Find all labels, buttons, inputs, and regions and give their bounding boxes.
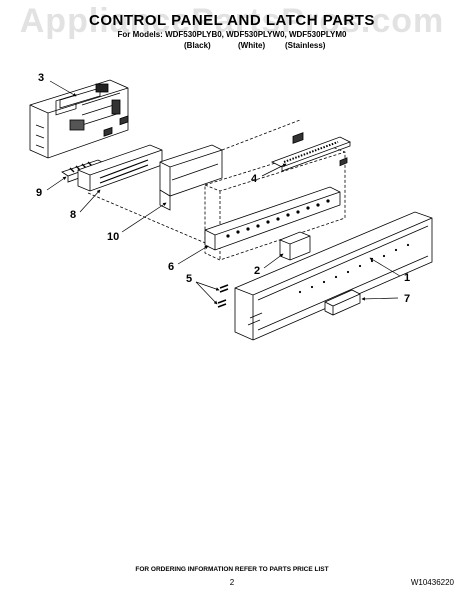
callout-6: 6 — [168, 261, 174, 273]
leader-8 — [79, 189, 101, 213]
document-number: W10436220 — [410, 578, 454, 587]
leader-4 — [261, 163, 287, 177]
leader-1 — [369, 257, 401, 277]
callout-7: 7 — [404, 293, 410, 305]
leader-5a — [195, 281, 220, 291]
callout-10: 10 — [107, 231, 119, 243]
part-door-latch — [324, 157, 361, 316]
part-ui-board — [204, 186, 341, 251]
finish-label-stainless: (Stainless) — [285, 41, 326, 50]
finish-label-black: (Black) — [184, 41, 211, 50]
leader-3 — [49, 80, 77, 97]
leader-6 — [177, 245, 209, 265]
callout-4: 4 — [251, 173, 258, 185]
leader-9 — [46, 176, 67, 191]
model-numbers: For Models: WDF530PLYB0, WDF530PLYW0, WD… — [117, 30, 347, 39]
ordering-note: FOR ORDERING INFORMATION REFER TO PARTS … — [135, 566, 329, 573]
part-bracket — [159, 144, 223, 211]
part-screws — [217, 284, 229, 308]
page-title: CONTROL PANEL AND LATCH PARTS — [89, 12, 375, 29]
part-control-housing — [29, 79, 129, 159]
callout-1: 1 — [404, 272, 410, 284]
callout-3: 3 — [38, 72, 44, 84]
callout-9: 9 — [36, 187, 42, 199]
part-control-panel — [234, 211, 433, 341]
leader-2 — [263, 253, 284, 269]
leader-7 — [361, 297, 399, 301]
part-keypad — [270, 136, 352, 172]
callout-2: 2 — [254, 265, 260, 277]
page-number: 2 — [229, 578, 235, 587]
leader-10 — [121, 202, 167, 233]
finish-label-white: (White) — [238, 41, 266, 50]
part-control-board — [77, 115, 163, 192]
callout-8: 8 — [70, 209, 76, 221]
leader-5b — [195, 281, 218, 305]
callout-5: 5 — [186, 273, 192, 285]
